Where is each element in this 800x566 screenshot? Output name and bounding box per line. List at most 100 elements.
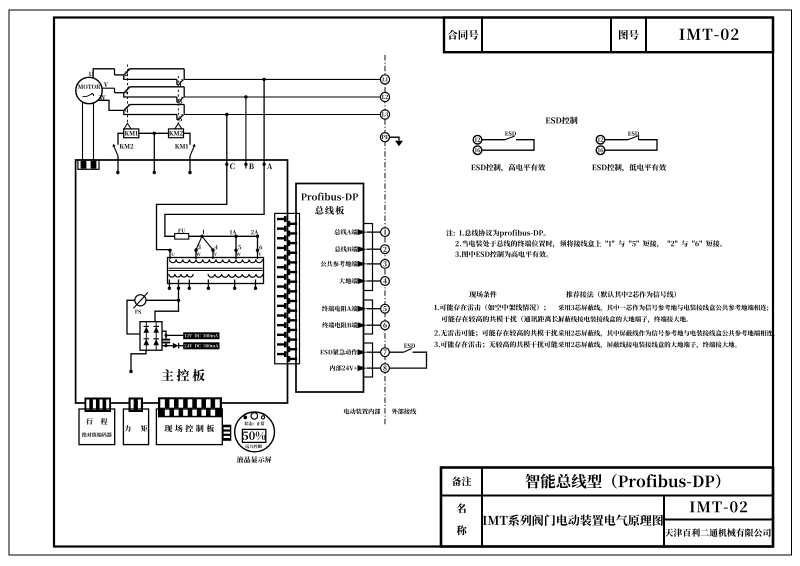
terminal-tab-group-2 (362, 299, 374, 335)
esd-switch-blade (504, 135, 515, 141)
phase-a-wire (164, 79, 265, 237)
esd-switch-label: ESD (403, 343, 416, 348)
contactor-power-contacts: 2 1 4 3 6 5 (113, 64, 381, 124)
filled-rect (284, 245, 287, 251)
junction-power-terminals: L1 L2 L3 PE (379, 74, 403, 147)
filled-rect (160, 399, 165, 408)
tap-node-label: 1 (202, 229, 205, 235)
terminal-wedge (357, 229, 367, 236)
diode (143, 339, 150, 346)
drawing-no-label: 图号 (619, 29, 639, 40)
phase-a-label: A (266, 163, 273, 169)
drawing-frame (8, 9, 792, 556)
terminal-wedge (357, 322, 367, 329)
km2-coil-label: KM2 (169, 130, 183, 136)
bus-terminal-number: 2 (383, 246, 387, 252)
filled-rect (99, 399, 103, 410)
bus-terminal-number: 4 (383, 278, 387, 284)
torque-board-label: 力 矩 (124, 425, 148, 432)
interlock-km1-label: KM1 (175, 143, 189, 149)
name-label: 称 (456, 525, 467, 536)
bus-terminal-number: 8 (383, 365, 387, 371)
thermal-arrow (91, 92, 94, 95)
wire-path (117, 132, 124, 145)
diode (153, 326, 159, 333)
recommendation-row-1: 采用3芯屏蔽线，其中一芯作为信号参考地与电装接线盒公共参考地端相连; (558, 304, 769, 312)
filled-rect (210, 408, 216, 416)
filled-rect (284, 322, 287, 329)
inner-border (52, 16, 775, 548)
filled-rect (284, 331, 287, 338)
esd-left-terminal-12-circle (472, 134, 483, 145)
junction-dot (152, 170, 156, 175)
filled-rect (287, 269, 291, 275)
drawing-no-bottom: IMT-02 (689, 501, 748, 513)
filled-rect (169, 399, 175, 408)
phase-c-label: C (230, 163, 235, 170)
interlock-km2-label: KM2 (119, 143, 134, 149)
terminal-wedge (357, 278, 367, 284)
board-connector-strip (274, 212, 301, 365)
filled-rect (287, 346, 291, 353)
junction-dot (244, 162, 248, 166)
power-terminal-circle-2 (379, 91, 391, 103)
filled-rect (284, 264, 287, 271)
encoder-label: 绝对值编码器 (81, 432, 112, 438)
phase-sensor-label: FS (134, 309, 142, 314)
remark-label: 备注 (451, 476, 472, 487)
wire-path (481, 139, 535, 151)
dc-output-1-box (183, 332, 220, 340)
site-condition-header: 现场条件 (469, 291, 497, 298)
note-line-1: 注: 1.总线协议为profibus-DP。 (446, 229, 546, 238)
phase-sensor-slash (132, 292, 149, 309)
tap-selector (195, 236, 203, 250)
bus-board-subtitle: 总线板 (315, 205, 345, 215)
junction-bus-terminals: 1 2 3 4 5 6 7 8 ESD (380, 227, 428, 374)
junction-dot (234, 248, 238, 252)
power-supply-circuit: FS 12V DC 300mA 24V DC 300mA (126, 288, 220, 374)
lcd-indicator-big (250, 412, 259, 420)
name-label: 名 (456, 503, 466, 514)
bus-terminal-circle-4 (380, 276, 391, 287)
bus-pin-label-2: 总线B端 (334, 246, 358, 252)
lcd-screen (241, 428, 267, 444)
phase-w-wire (97, 99, 124, 112)
esd-left-caption: ESD控制，高电平有效 (471, 163, 546, 172)
filled-rect (287, 249, 291, 256)
wire-path (123, 110, 177, 116)
filled-rect (106, 399, 110, 410)
bus-pin-label-3: 公共参考地端 (320, 260, 358, 267)
filled-rect (223, 427, 230, 430)
coil-winding (168, 259, 264, 264)
recommendation-row-3: 采用2芯屏蔽线，其中屏蔽线作为信号参考地与电装接线盒公共参考地端相连. (558, 330, 775, 337)
filled-rect (164, 408, 170, 416)
lcd-caption: 液晶显示屏 (236, 456, 272, 463)
bus-terminal-number: 1 (383, 229, 387, 235)
wire-path (389, 351, 428, 369)
phase-c-wire (155, 114, 228, 259)
device-type-title: 智能总线型（Profibus-DP） (525, 473, 721, 489)
lcd-value: 50% (242, 431, 266, 441)
wire-path (123, 74, 177, 81)
junction-dot (206, 286, 211, 290)
interlock-arrow (112, 143, 116, 147)
bottom-block-outline (439, 466, 775, 548)
esd-switch-label: ESD (504, 131, 517, 136)
filled-rect (137, 399, 141, 410)
filled-rect (223, 431, 230, 434)
phase-u-label: U (89, 71, 94, 77)
interlock-blade (189, 145, 195, 157)
site-condition-row-2: 可能存在较高的共模干扰（通讯距离长） (441, 315, 561, 323)
motor-label: MOTOR (77, 84, 101, 89)
inside-actuator-label: 电动装置内部 (343, 408, 381, 415)
phase-u-wire (92, 68, 115, 78)
contact-arrow (127, 68, 131, 72)
junction-dot (255, 248, 260, 252)
diode (143, 326, 150, 333)
terminal-number: 12 (474, 137, 481, 142)
filled-rect (178, 399, 184, 408)
filled-rect (284, 225, 287, 232)
power-terminal-circle-3 (379, 109, 391, 120)
diode (153, 339, 159, 346)
terminal-number: 16 (474, 147, 481, 153)
